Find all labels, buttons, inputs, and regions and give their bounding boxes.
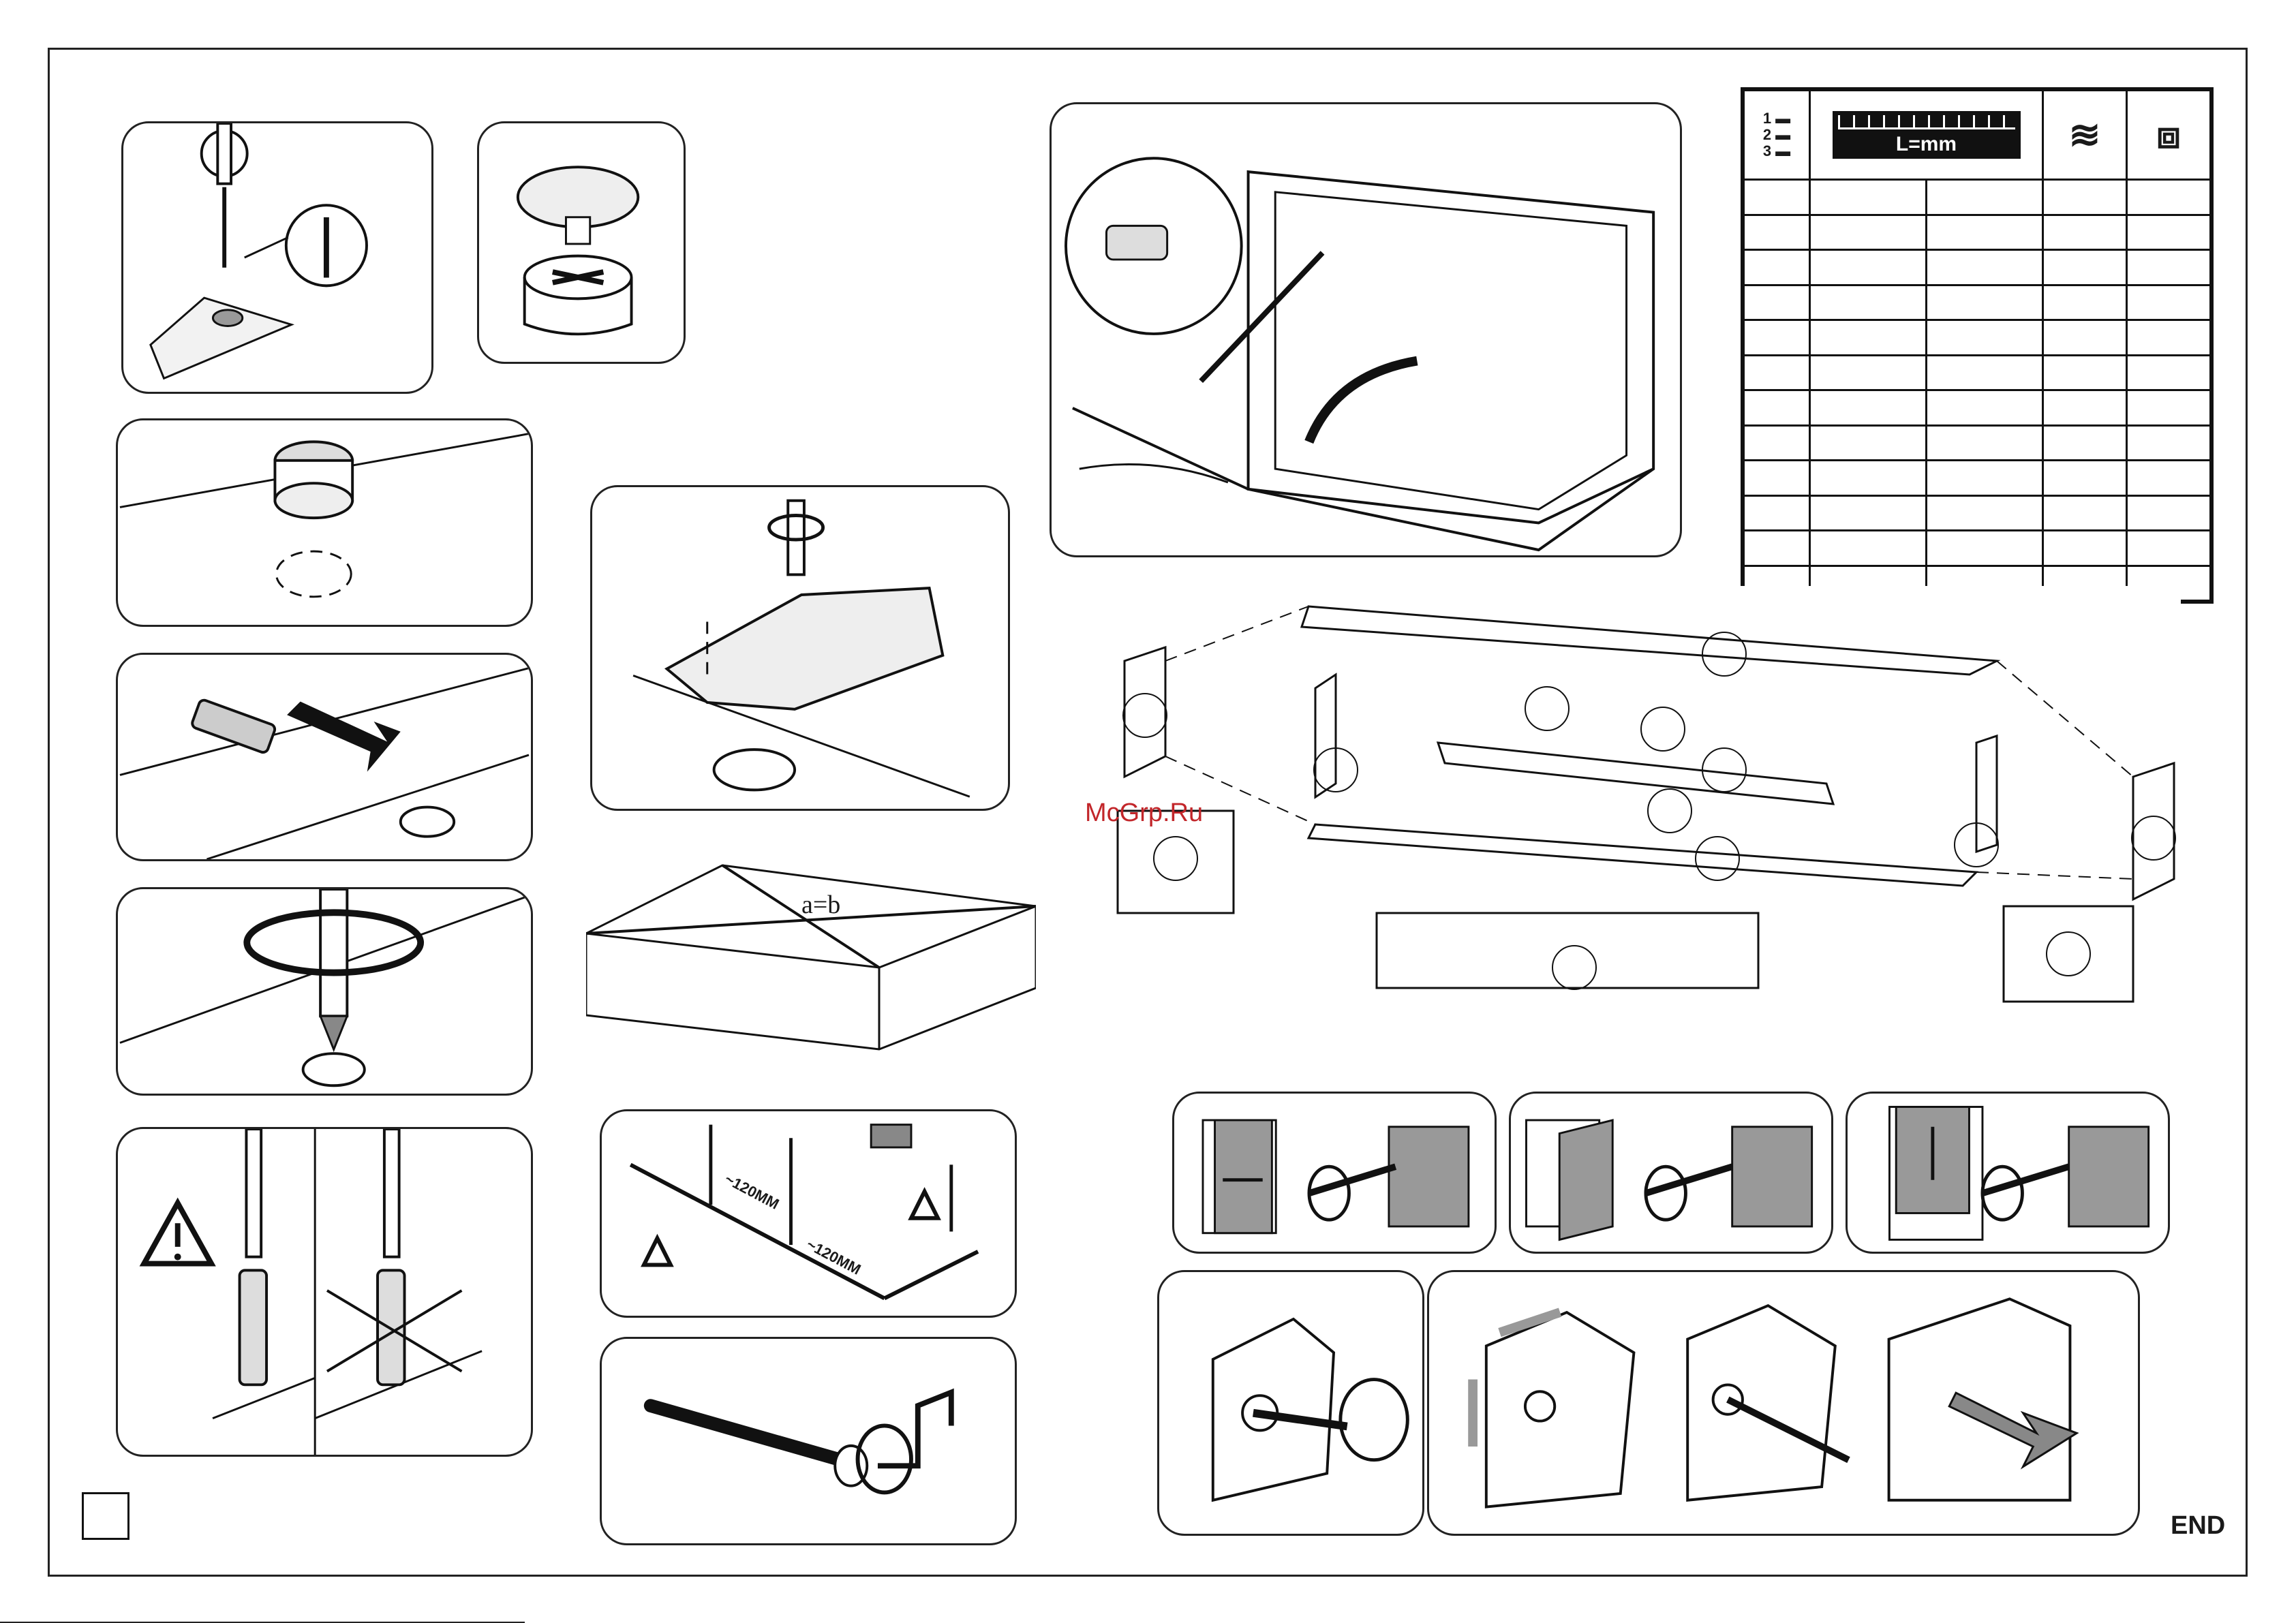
table-row xyxy=(1744,531,2211,566)
length-column-header: L=mm xyxy=(1810,91,2043,180)
panel-cam-lock xyxy=(477,121,686,364)
panel-square-check xyxy=(586,852,1036,1056)
parts-table: 1 ▬ 2 ▬ 3 ▬ L=mm ≋ ⧈ xyxy=(1741,87,2214,604)
table-row xyxy=(1744,180,2211,215)
panel-hinge-adjust-side xyxy=(1172,1092,1497,1254)
table-row xyxy=(1744,215,2211,250)
box-column-header: ⧈ xyxy=(2127,91,2211,180)
table-row xyxy=(1744,461,2211,496)
panel-nailing xyxy=(600,1109,1017,1318)
list-column-header: 1 ▬ 2 ▬ 3 ▬ xyxy=(1744,91,1810,180)
diagonal-label: a=b xyxy=(801,890,840,920)
layers-column-header: ≋ xyxy=(2043,91,2127,180)
panel-hinge-adjust-depth xyxy=(1509,1092,1833,1254)
panel-wall-bracket-screw xyxy=(1157,1270,1424,1536)
step-number-box xyxy=(82,1492,129,1540)
table-row xyxy=(1744,320,2211,356)
panel-wall-bracket-adjust xyxy=(1427,1270,2140,1536)
parts-box-icon: ⧈ xyxy=(2156,113,2181,156)
table-row xyxy=(1744,495,2211,531)
panel-screw-wood xyxy=(121,121,433,394)
stacked-layers-icon: ≋ xyxy=(2069,113,2101,156)
table-row xyxy=(1744,355,2211,390)
panel-rotate-cam xyxy=(116,887,533,1096)
ruler-label: L=mm xyxy=(1833,133,2021,156)
panel-warning-overtighten xyxy=(116,1127,533,1457)
panel-flap-door xyxy=(1050,102,1682,557)
exploded-assembly-view xyxy=(1111,586,2181,1077)
panel-cam-insert xyxy=(116,418,533,627)
table-row xyxy=(1744,285,2211,320)
panel-dowel xyxy=(116,653,533,861)
panel-hinge-adjust-height xyxy=(1846,1092,2170,1254)
table-row xyxy=(1744,250,2211,285)
table-row xyxy=(1744,390,2211,426)
numbered-list-icon: 1 ▬ 2 ▬ 3 ▬ xyxy=(1745,110,1809,159)
panel-hinge xyxy=(590,485,1010,811)
watermark: McGrp.Ru xyxy=(1085,799,1203,828)
end-label: END xyxy=(2171,1511,2225,1541)
ruler-icon: L=mm xyxy=(1833,111,2021,159)
table-row xyxy=(1744,425,2211,461)
panel-wall-anchor xyxy=(600,1337,1017,1545)
